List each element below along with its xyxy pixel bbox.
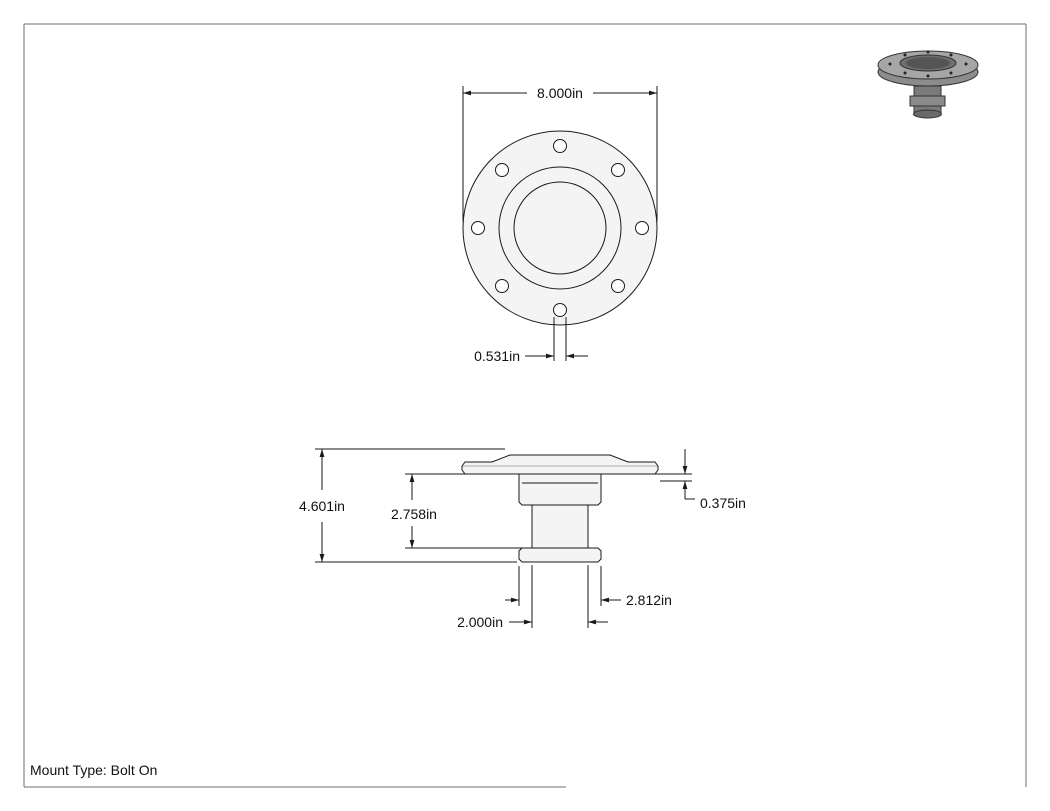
isometric-preview	[877, 50, 979, 119]
mount-type-caption: Mount Type: Bolt On	[30, 762, 158, 778]
dim-bolt-hole	[525, 317, 588, 361]
dim-label-flange-thickness: 0.375in	[700, 495, 746, 511]
dim-label-outer-diameter: 8.000in	[537, 85, 583, 101]
dim-overall-height	[315, 448, 517, 563]
dim-outer-diameter	[462, 86, 658, 222]
dim-body-height	[405, 473, 530, 549]
dim-base-diameter	[505, 566, 621, 606]
dim-label-neck-diameter: 2.000in	[457, 614, 503, 630]
dim-label-bolt-hole: 0.531in	[474, 348, 520, 364]
top-view-flange	[462, 130, 658, 326]
drawing-border	[23, 23, 1027, 788]
side-view-flange	[461, 454, 659, 563]
dim-label-base-diameter: 2.812in	[626, 592, 672, 608]
dim-neck-diameter	[509, 565, 608, 628]
bore-circle	[513, 181, 607, 275]
dim-label-body-height: 2.758in	[391, 506, 437, 522]
dim-flange-thickness	[612, 449, 695, 500]
bolt-holes	[471, 139, 649, 317]
dim-label-overall-height: 4.601in	[299, 498, 345, 514]
